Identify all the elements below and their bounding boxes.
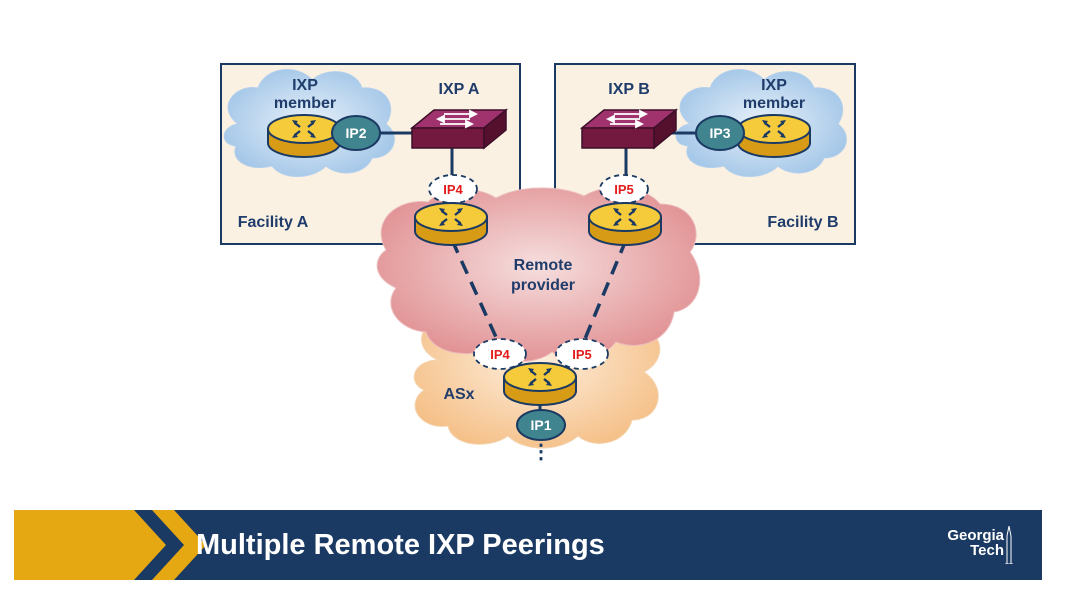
logo-line1: Georgia bbox=[947, 527, 1004, 544]
title-banner: Multiple Remote IXP Peerings Georgia Tec… bbox=[14, 510, 1042, 580]
ixp-member-a-label-line1: IXP bbox=[292, 77, 318, 94]
ixp-b-label: IXP B bbox=[608, 81, 650, 98]
ip3-label: IP3 bbox=[709, 125, 730, 141]
ip5-asx-tag bbox=[555, 338, 609, 370]
slide-title: Multiple Remote IXP Peerings bbox=[196, 529, 605, 561]
ip4-asx-tag bbox=[473, 338, 527, 370]
ip4-asx-label: IP4 bbox=[490, 347, 510, 362]
ixp-a-switch-icon bbox=[411, 109, 507, 149]
ixp-member-b-label-line2: member bbox=[743, 95, 805, 112]
logo-line2: Tech bbox=[970, 542, 1004, 559]
facility-b-label: Facility B bbox=[767, 214, 838, 231]
ip2-tag bbox=[331, 115, 381, 151]
ixp-member-a-router-icon bbox=[266, 113, 342, 159]
asx-router-icon bbox=[502, 361, 578, 407]
network-diagram: IXP member IP2 IXP A IP4 Facility A IXP … bbox=[220, 63, 856, 463]
ip1-label: IP1 bbox=[530, 417, 551, 433]
remote-provider-label-line1: Remote bbox=[514, 257, 573, 274]
chevron-arrow-icon bbox=[14, 510, 204, 580]
ip2-label: IP2 bbox=[345, 125, 366, 141]
ixp-b-switch-icon bbox=[581, 109, 677, 149]
remote-router-b-icon bbox=[587, 201, 663, 247]
ip5-port-b-label: IP5 bbox=[614, 182, 634, 197]
remote-provider-label-line2: provider bbox=[511, 277, 575, 294]
ip4-port-a-label: IP4 bbox=[443, 182, 463, 197]
remote-link-a bbox=[450, 239, 502, 347]
tech-tower-icon bbox=[1005, 526, 1013, 564]
ixp-member-b-label-line1: IXP bbox=[761, 77, 787, 94]
georgia-tech-logo: Georgia Tech bbox=[947, 528, 1004, 558]
ip3-tag bbox=[695, 115, 745, 151]
remote-router-a-icon bbox=[413, 201, 489, 247]
ip1-tag bbox=[516, 409, 566, 441]
asx-label: ASx bbox=[443, 386, 474, 403]
ip5-asx-label: IP5 bbox=[572, 347, 592, 362]
ixp-member-b-router-icon bbox=[736, 113, 812, 159]
ixp-member-a-label-line2: member bbox=[274, 95, 336, 112]
continuation-dots: ⋮ bbox=[531, 441, 551, 463]
remote-link-b bbox=[580, 239, 628, 347]
facility-a-label: Facility A bbox=[238, 214, 309, 231]
ixp-a-label: IXP A bbox=[439, 81, 480, 98]
